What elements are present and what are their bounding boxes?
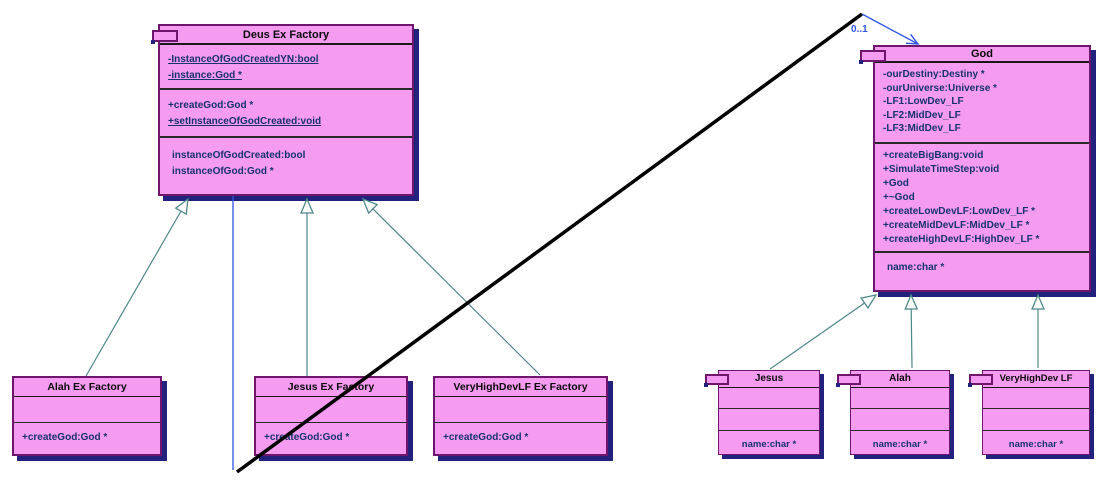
- generalization-veryhighdevlf-ex-factory-to-deus: [361, 197, 541, 376]
- class-title: Alah: [851, 371, 949, 388]
- properties-compartment: name:char *: [875, 253, 1089, 290]
- operations-compartment: [983, 409, 1089, 431]
- generalization-alah-to-god: [904, 293, 919, 369]
- class-alah-ex-factory: Alah Ex Factory +createGod:God *: [12, 376, 162, 456]
- attributes-compartment: [719, 388, 819, 409]
- property: instanceOfGod:God *: [172, 166, 274, 177]
- attribute: -LF2:MidDev_LF: [883, 109, 961, 121]
- attributes-compartment: [14, 397, 160, 423]
- property: name:char *: [741, 438, 797, 450]
- attribute: -ourUniverse:Universe *: [883, 82, 997, 94]
- property: name:char *: [872, 438, 928, 450]
- operations-compartment: +createGod:God * +setInstanceOfGodCreate…: [160, 90, 412, 138]
- operation: +setInstanceOfGodCreated:void: [168, 116, 322, 127]
- class-icon: [859, 50, 886, 64]
- class-icon: [704, 374, 729, 387]
- attributes-compartment: [435, 397, 606, 423]
- class-god: God -ourDestiny:Destiny * -ourUniverse:U…: [859, 45, 1091, 292]
- operations-compartment: +createGod:God *: [14, 423, 160, 454]
- multiplicity-label: 0..1: [851, 24, 868, 35]
- attribute: -LF3:MidDev_LF: [883, 123, 961, 134]
- operation: +createGod:God *: [264, 432, 350, 443]
- class-title: Jesus Ex Factory: [256, 378, 406, 397]
- class-jesus-ex-factory: Jesus Ex Factory +createGod:God *: [254, 376, 408, 456]
- class-title: Deus Ex Factory: [160, 26, 412, 45]
- class-icon: [151, 30, 178, 44]
- class-title: VeryHighDevLF Ex Factory: [435, 378, 606, 397]
- attributes-compartment: [983, 388, 1089, 409]
- class-title: VeryHighDev LF: [983, 371, 1089, 388]
- class-jesus: Jesus name:char *: [704, 370, 820, 455]
- operation: +createLowDevLF:LowDev_LF *: [883, 206, 1035, 217]
- property: name:char *: [1008, 438, 1064, 450]
- operation: +SimulateTimeStep:void: [883, 164, 1000, 175]
- property: name:char *: [887, 262, 945, 273]
- class-deus-ex-factory: Deus Ex Factory -InstanceOfGodCreatedYN:…: [151, 24, 414, 196]
- attribute: -ourDestiny:Destiny *: [883, 69, 985, 80]
- class-alah: Alah name:char *: [836, 370, 950, 455]
- properties-compartment: name:char *: [851, 431, 949, 455]
- attributes-compartment: [851, 388, 949, 409]
- attributes-compartment: -ourDestiny:Destiny * -ourUniverse:Unive…: [875, 63, 1089, 144]
- operation: +createGod:God *: [168, 100, 254, 111]
- class-title: Jesus: [719, 371, 819, 388]
- operation: +createGod:God *: [22, 432, 108, 443]
- operation: +God: [883, 178, 909, 189]
- attribute: -instance:God *: [168, 70, 242, 81]
- operations-compartment: [851, 409, 949, 431]
- properties-compartment: name:char *: [719, 431, 819, 455]
- attribute: -InstanceOfGodCreatedYN:bool: [168, 54, 319, 65]
- attributes-compartment: -InstanceOfGodCreatedYN:bool -instance:G…: [160, 45, 412, 90]
- operation: +createBigBang:void: [883, 150, 984, 161]
- association-deus-to-god-segment-arrow: [861, 13, 920, 45]
- class-icon: [836, 374, 861, 387]
- generalization-jesus-to-god: [769, 294, 878, 370]
- operation: +createGod:God *: [443, 432, 529, 443]
- property: instanceOfGodCreated:bool: [172, 150, 306, 161]
- operation: +createMidDevLF:MidDev_LF *: [883, 220, 1030, 231]
- class-icon: [968, 374, 993, 387]
- attributes-compartment: [256, 397, 406, 423]
- generalization-alah-ex-factory-to-deus: [85, 197, 189, 377]
- properties-compartment: instanceOfGodCreated:bool instanceOfGod:…: [160, 138, 412, 194]
- operations-compartment: [719, 409, 819, 431]
- operation: +createHighDevLF:HighDev_LF *: [883, 234, 1040, 245]
- operations-compartment: +createGod:God *: [435, 423, 606, 454]
- class-title: God: [875, 47, 1089, 63]
- properties-compartment: name:char *: [983, 431, 1089, 455]
- attribute: -LF1:LowDev_LF: [883, 96, 964, 107]
- operation: +~God: [883, 192, 915, 203]
- class-title: Alah Ex Factory: [14, 378, 160, 397]
- operations-compartment: +createBigBang:void +SimulateTimeStep:vo…: [875, 144, 1089, 253]
- class-veryhighdev-lf: VeryHighDev LF name:char *: [968, 370, 1090, 455]
- class-veryhighdevlf-ex-factory: VeryHighDevLF Ex Factory +createGod:God …: [433, 376, 608, 456]
- operations-compartment: +createGod:God *: [256, 423, 406, 454]
